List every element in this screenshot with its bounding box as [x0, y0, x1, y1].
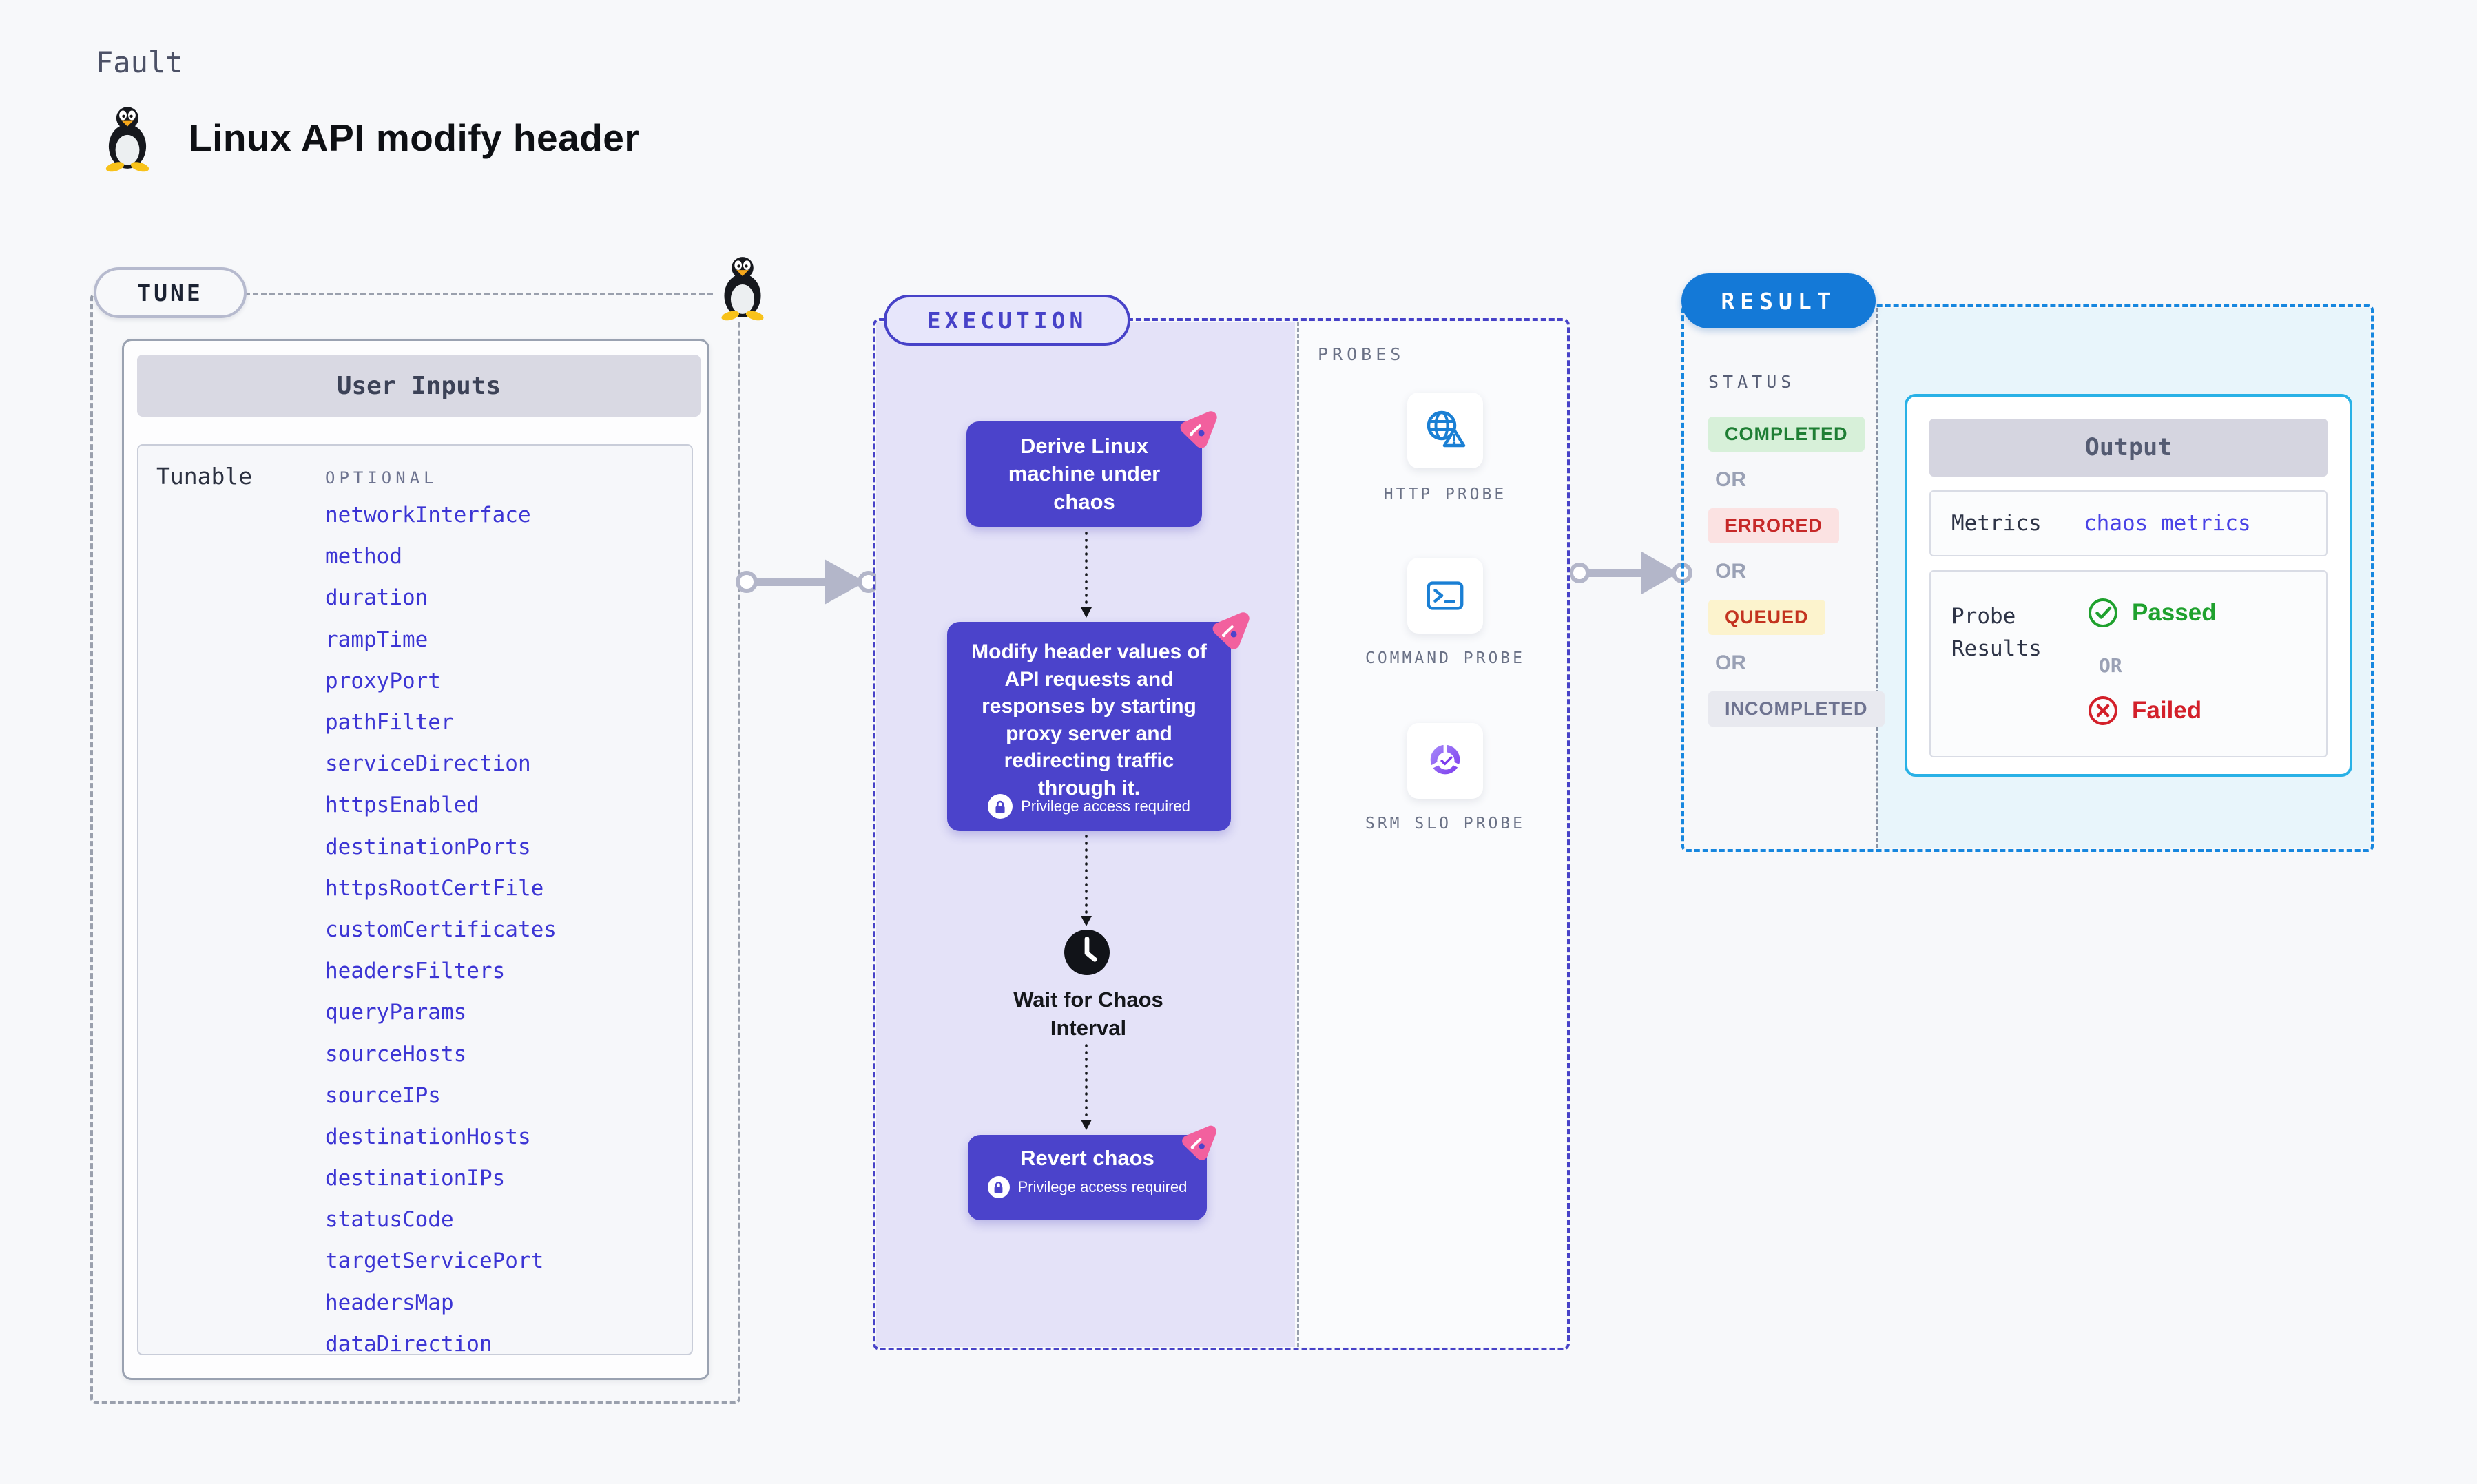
command-probe-card [1407, 558, 1483, 634]
fault-kicker: Fault [96, 45, 183, 79]
status-column: STATUS COMPLETED OR ERRORED OR QUEUED OR… [1708, 372, 1887, 727]
tunable-link[interactable]: sourceHosts [325, 1041, 467, 1067]
or-separator: OR [2099, 654, 2122, 677]
derive-machine-step: Derive Linux machine under chaos [966, 421, 1202, 527]
chaos-scenario-icon [1204, 603, 1256, 655]
chaos-scenario-icon [1172, 402, 1223, 454]
wait-to-revert-arrow [1081, 1044, 1092, 1130]
tunable-link[interactable]: httpsRootCertFile [325, 875, 544, 901]
page-title: Linux API modify header [189, 116, 640, 159]
tunable-link[interactable]: duration [325, 585, 428, 611]
output-header: Output [1929, 419, 2328, 477]
result-dashed-region [1681, 304, 2374, 852]
http-probe-card [1407, 393, 1483, 468]
http-probe-label: HTTP PROBE [1383, 485, 1507, 503]
privilege-badge: Privilege access required [947, 794, 1231, 819]
chaos-scenario-icon [1174, 1117, 1222, 1165]
output-card: Output Metrics chaos metrics Probe Resul… [1905, 394, 2352, 777]
status-badge-incompleted: INCOMPLETED [1708, 691, 1885, 727]
tunable-link[interactable]: rampTime [325, 627, 428, 652]
srm-slo-probe-label: SRM SLO PROBE [1365, 815, 1525, 833]
srm-slo-probe-card [1407, 723, 1483, 799]
tunable-link[interactable]: statusCode [325, 1207, 454, 1233]
modify-header-label: Modify header values of API requests and… [971, 640, 1207, 800]
derive-machine-label: Derive Linux machine under chaos [1008, 434, 1161, 514]
revert-chaos-label: Revert chaos [1020, 1146, 1154, 1170]
failed-label: Failed [2132, 697, 2202, 724]
failed-verdict: Failed [2086, 694, 2201, 727]
tunable-link[interactable]: proxyPort [325, 668, 441, 693]
tunable-row-label: Tunable [156, 463, 253, 490]
tunable-link[interactable]: targetServicePort [325, 1248, 544, 1274]
wait-interval-label: Wait for Chaos Interval [1013, 987, 1163, 1040]
or-separator: OR [1715, 468, 1746, 491]
tunable-link[interactable]: serviceDirection [325, 751, 531, 777]
globe-alert-icon [1427, 410, 1466, 448]
tunable-link[interactable]: httpsEnabled [325, 793, 479, 818]
check-circle-icon [2089, 598, 2117, 627]
metrics-label: Metrics [1951, 511, 2042, 536]
optional-column-label: OPTIONAL [325, 468, 438, 488]
metrics-value-link[interactable]: chaos metrics [2084, 511, 2251, 536]
tune-to-execution-arrow [736, 559, 880, 605]
status-section-label: STATUS [1708, 372, 1796, 392]
tunable-link[interactable]: method [325, 544, 402, 569]
tunable-link[interactable]: destinationPorts [325, 834, 531, 859]
lock-icon [988, 794, 1013, 819]
execution-dashed-region [873, 318, 1570, 1350]
tunable-link[interactable]: headersFilters [325, 959, 506, 984]
derive-to-modify-arrow [1081, 532, 1092, 618]
tunable-link[interactable]: networkInterface [325, 503, 531, 528]
status-badge-errored: ERRORED [1708, 508, 1840, 543]
tunable-link[interactable]: destinationIPs [325, 1166, 506, 1191]
tunable-link[interactable]: queryParams [325, 1000, 467, 1025]
probe-results-label: Probe Results [1951, 604, 2042, 661]
tunable-link[interactable]: sourceIPs [325, 1083, 441, 1108]
privilege-label: Privilege access required [1021, 797, 1190, 815]
lock-icon [987, 1176, 1010, 1198]
clock-icon [1064, 930, 1110, 975]
or-separator: OR [1715, 651, 1746, 674]
passed-verdict: Passed [2086, 596, 2217, 629]
revert-chaos-step: Revert chaos Privilege access required [968, 1135, 1207, 1220]
tunable-link[interactable]: customCertificates [325, 917, 557, 942]
tunable-link[interactable]: pathFilter [325, 710, 454, 735]
result-pill: RESULT [1681, 273, 1876, 328]
modify-header-step: Modify header values of API requests and… [947, 622, 1231, 831]
modify-to-wait-arrow [1081, 835, 1092, 926]
tunable-link[interactable]: destinationHosts [325, 1124, 531, 1149]
command-probe-label: COMMAND PROBE [1365, 649, 1525, 667]
tunables-list: networkInterface method duration rampTim… [325, 494, 683, 1365]
privilege-label: Privilege access required [1017, 1178, 1188, 1195]
probes-section-label: PROBES [1318, 344, 1405, 364]
probe-results-row: Probe Results Passed OR Failed [1929, 570, 2328, 757]
tune-dashed-region [90, 293, 740, 1404]
result-divider [1876, 308, 1878, 848]
x-circle-icon [2089, 696, 2117, 725]
execution-to-result-arrow [1570, 552, 1692, 594]
linux-tux-icon [105, 107, 150, 172]
linux-tux-corner-icon [715, 253, 770, 322]
passed-label: Passed [2132, 599, 2217, 626]
status-badge-queued: QUEUED [1708, 600, 1825, 635]
or-separator: OR [1715, 560, 1746, 583]
tunable-link[interactable]: headersMap [325, 1290, 454, 1315]
metrics-row: Metrics chaos metrics [1929, 490, 2328, 556]
slo-gauge-icon [1429, 742, 1462, 775]
user-inputs-header: User Inputs [137, 355, 701, 417]
probes-divider [1297, 322, 1299, 1347]
probes-background [1297, 322, 1566, 1347]
privilege-badge: Privilege access required [968, 1176, 1207, 1198]
status-badge-completed: COMPLETED [1708, 417, 1865, 452]
tune-pill: TUNE [94, 267, 247, 318]
tunable-link[interactable]: dataDirection [325, 1331, 493, 1357]
execution-pill: EXECUTION [884, 295, 1130, 346]
tunables-box [137, 444, 693, 1355]
terminal-icon [1427, 581, 1464, 610]
